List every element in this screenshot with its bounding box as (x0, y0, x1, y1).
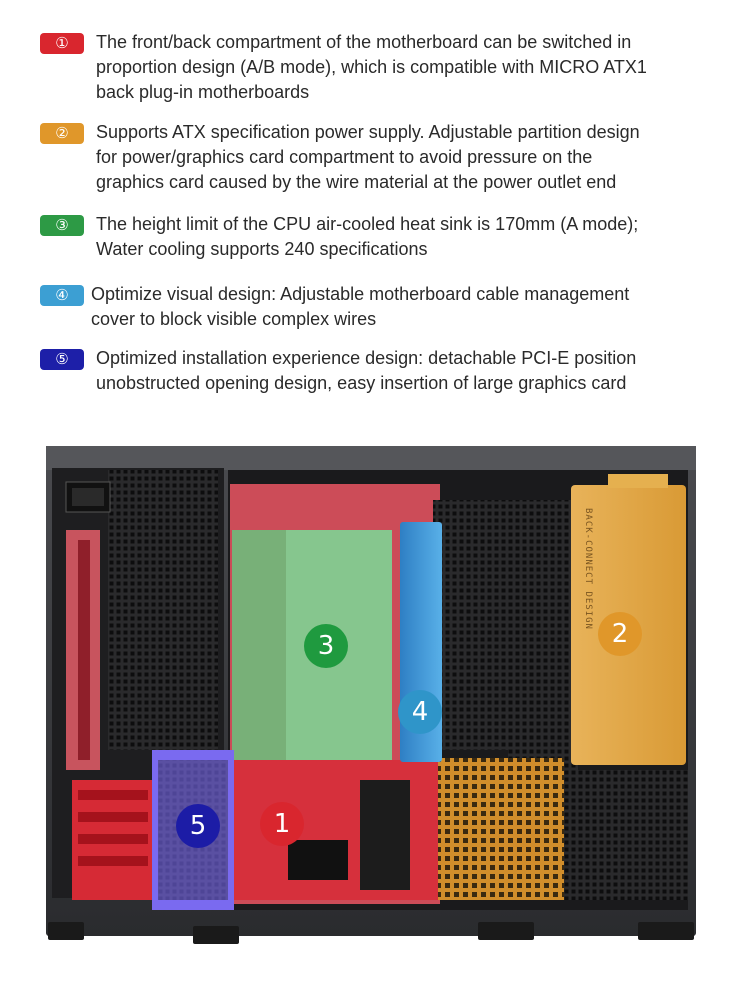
feature-text-4: Optimize visual design: Adjustable mothe… (91, 284, 630, 329)
feature-text-2: Supports ATX specification power supply.… (96, 122, 640, 192)
pc-case-drawing: BACK-CONNECT DESIGN (46, 446, 696, 944)
feature-text-5: Optimized installation experience design… (96, 348, 637, 393)
marker-2: 2 (598, 612, 642, 656)
marker-1: 1 (260, 802, 304, 846)
psu-label: BACK-CONNECT DESIGN (583, 508, 593, 630)
feature-badge-5: ⑤ (40, 349, 84, 370)
marker-4: 4 (398, 690, 442, 734)
feature-badge-2: ② (40, 123, 84, 144)
pc-case-illustration: BACK-CONNECT DESIGN 1 2 3 4 5 (38, 440, 702, 950)
feature-badge-1: ① (40, 33, 84, 54)
marker-5: 5 (176, 804, 220, 848)
feature-badge-3: ③ (40, 215, 84, 236)
feature-badge-4: ④ (40, 285, 84, 306)
marker-3: 3 (304, 624, 348, 668)
feature-text-3: The height limit of the CPU air-cooled h… (96, 214, 639, 259)
feature-text-1: The front/back compartment of the mother… (96, 32, 647, 102)
